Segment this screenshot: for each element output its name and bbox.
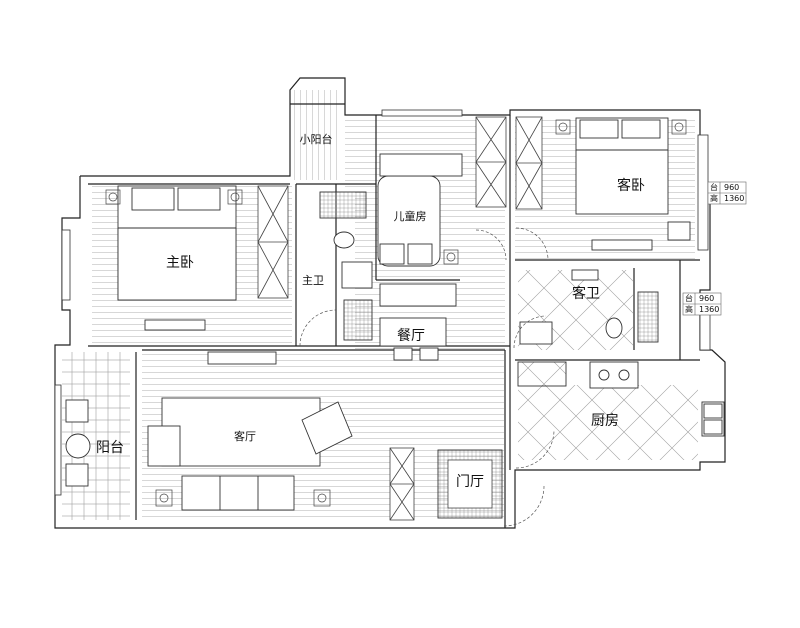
living-furniture (147, 351, 353, 511)
svg-text:高: 高 (685, 304, 693, 314)
label-small-balcony: 小阳台 (300, 132, 333, 146)
dining-furniture (379, 283, 457, 361)
windows (54, 109, 711, 496)
label-kids-room: 儿童房 (394, 209, 427, 223)
svg-text:960: 960 (724, 183, 739, 192)
room-labels: 小阳台 儿童房 客卧 主卧 主卫 客卫 餐厅 客厅 阳台 厨房 门厅 (96, 132, 645, 490)
door-swings (299, 227, 555, 527)
walls (54, 77, 726, 529)
label-dining: 餐厅 (397, 328, 425, 344)
beds (117, 117, 691, 331)
kitchen-fixtures (517, 361, 725, 437)
nightstand-lamps (105, 119, 687, 507)
svg-text:1360: 1360 (699, 305, 719, 314)
label-living: 客厅 (234, 429, 256, 443)
label-kitchen: 厨房 (591, 413, 619, 429)
svg-text:高: 高 (710, 193, 718, 203)
label-foyer: 门厅 (456, 474, 484, 490)
window-note-2: 台 960 高 1360 (682, 292, 722, 316)
balcony-furniture (65, 399, 91, 487)
foyer-rug (437, 449, 503, 519)
window-note-1: 台 960 高 1360 (707, 181, 747, 205)
label-balcony: 阳台 (96, 440, 124, 456)
svg-text:台: 台 (710, 182, 718, 192)
label-guest-bath: 客卫 (572, 285, 600, 302)
svg-text:960: 960 (699, 294, 714, 303)
label-master-bath: 主卫 (302, 274, 324, 287)
label-guest-bedroom: 客卧 (617, 177, 645, 194)
bathroom-fixtures (319, 191, 659, 345)
wardrobes (257, 116, 543, 521)
svg-text:1360: 1360 (724, 194, 744, 203)
label-master-bedroom: 主卧 (166, 255, 194, 271)
svg-text:台: 台 (685, 293, 693, 303)
